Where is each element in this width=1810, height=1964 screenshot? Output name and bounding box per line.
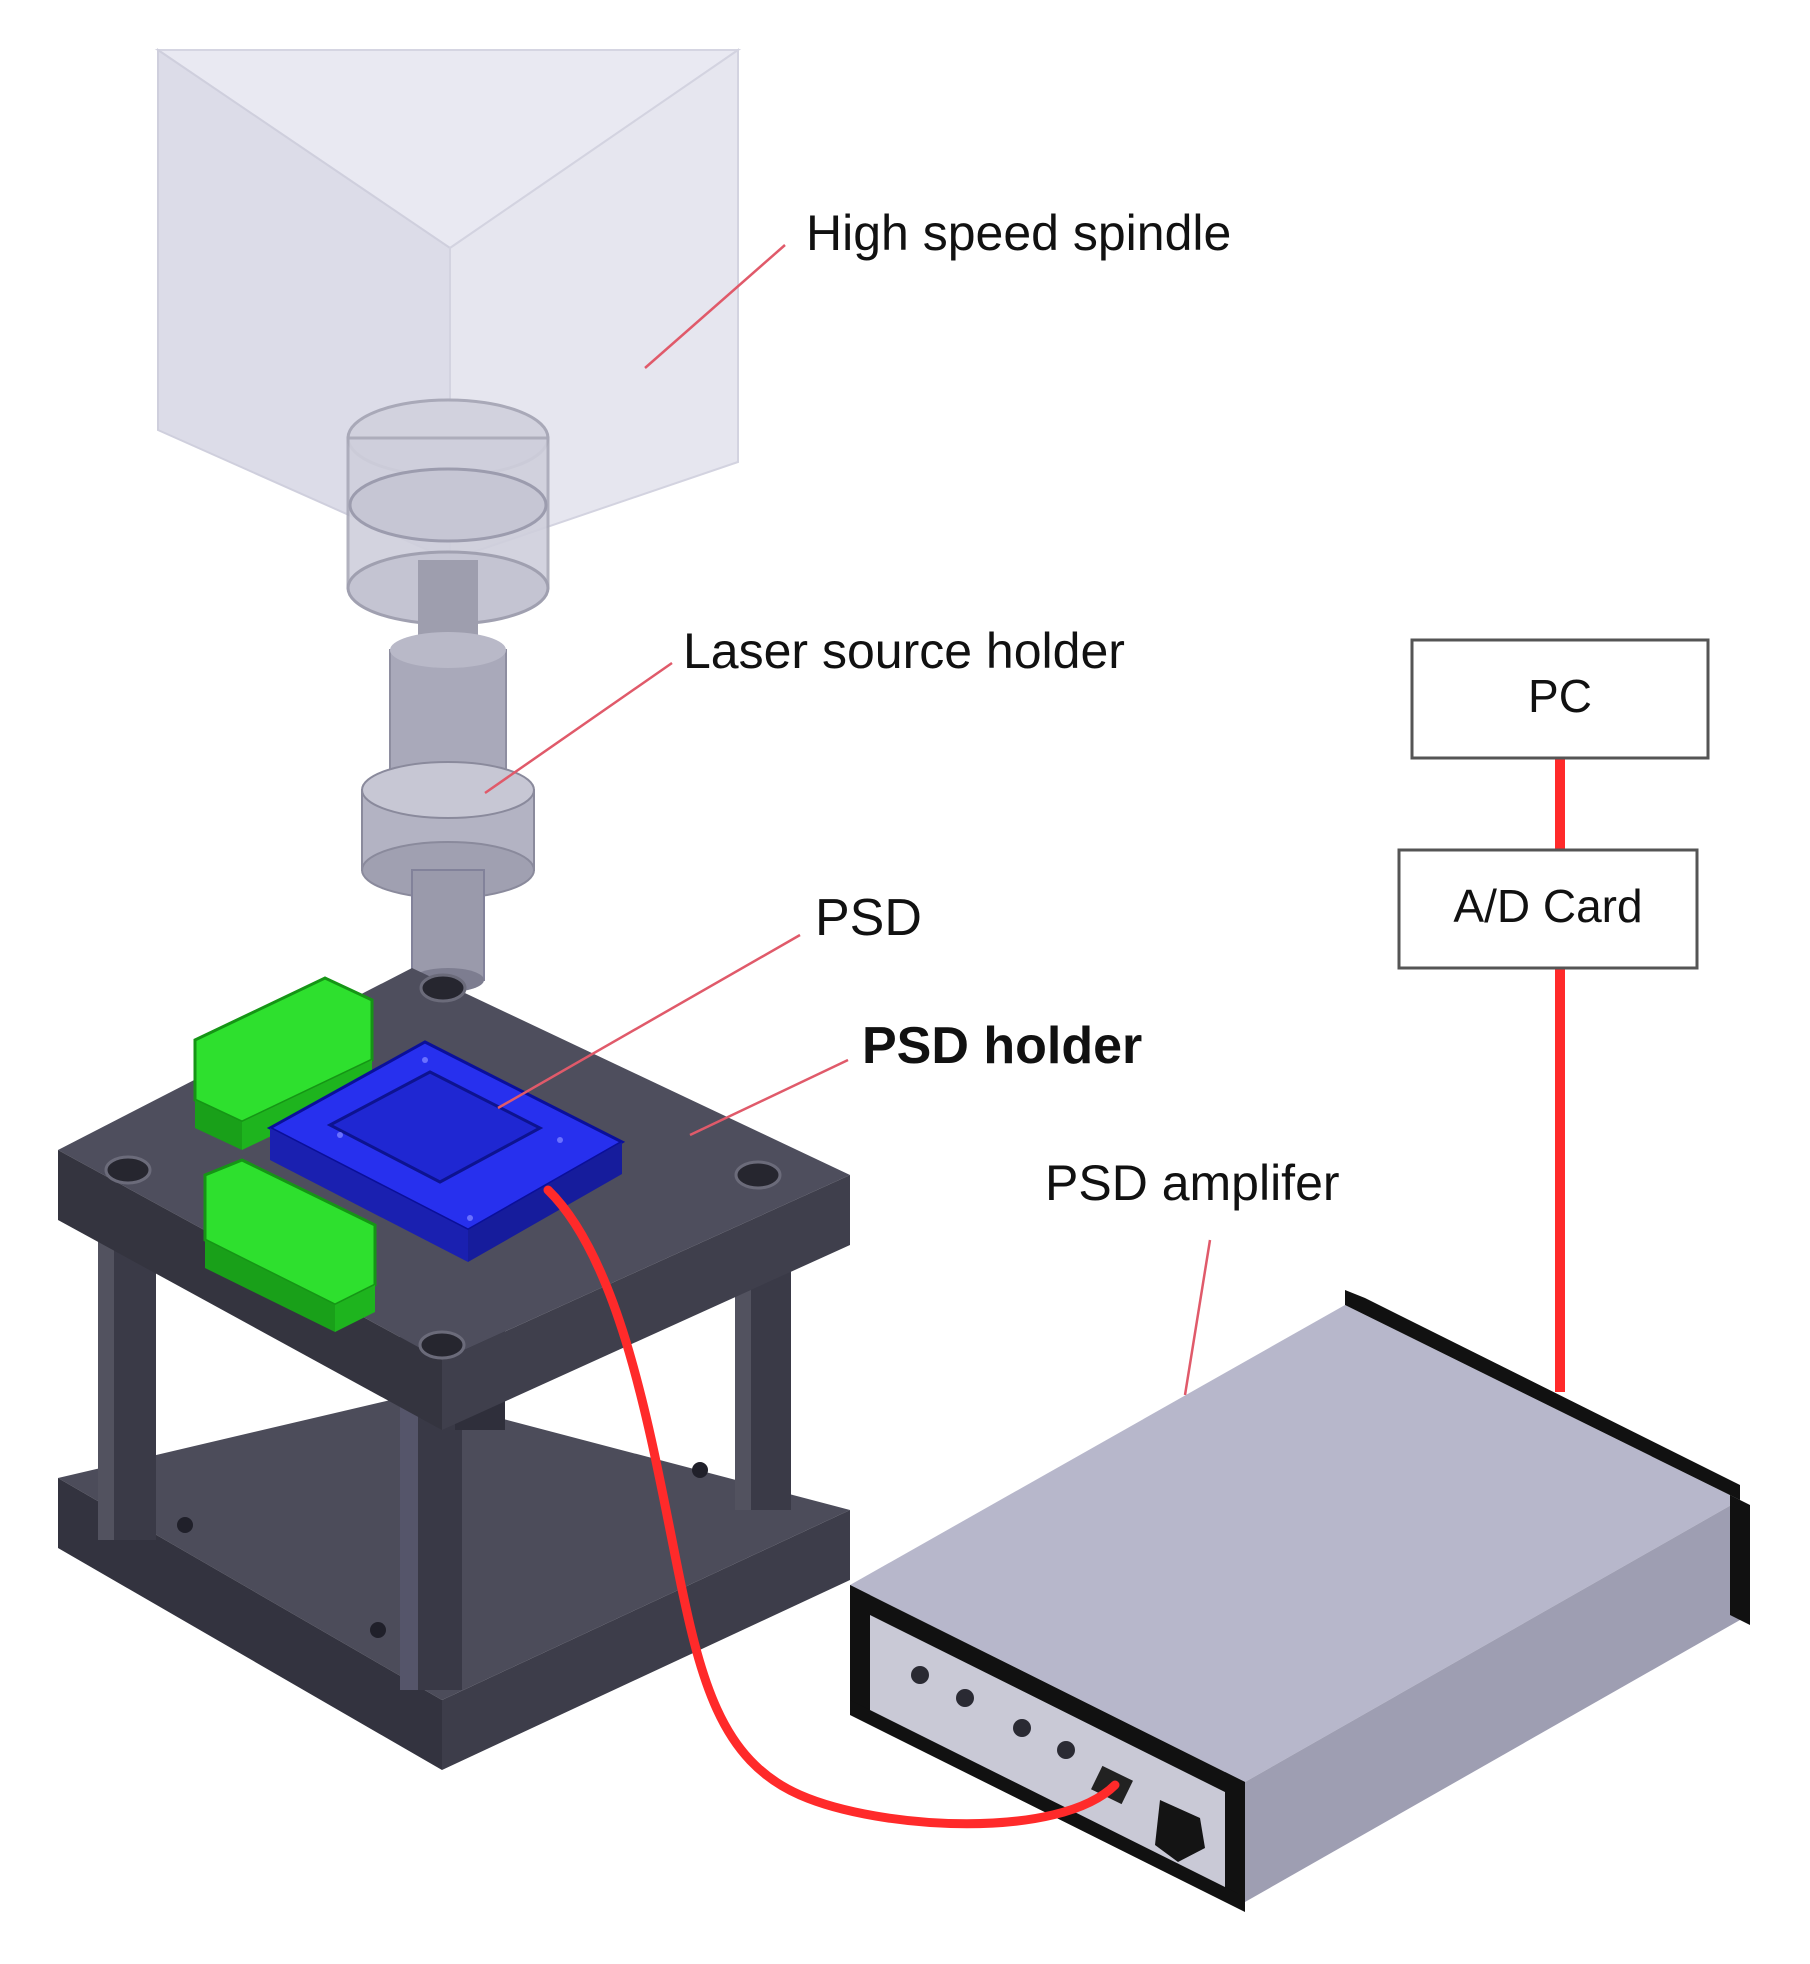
leader-psd-holder xyxy=(690,1060,848,1135)
leader-laser-holder xyxy=(485,663,672,793)
psd-amplifier xyxy=(850,1290,1750,1912)
ad-card-label: A/D Card xyxy=(1453,880,1642,932)
signal-chain: PC A/D Card xyxy=(1399,640,1708,1392)
label-laser-holder: Laser source holder xyxy=(683,623,1125,679)
label-amplifier: PSD amplifer xyxy=(1045,1155,1340,1211)
laser-source-holder xyxy=(348,400,548,992)
label-psd: PSD xyxy=(815,889,922,947)
leader-amplifier xyxy=(1185,1240,1210,1395)
pc-box: PC xyxy=(1412,640,1708,758)
label-spindle: High speed spindle xyxy=(806,205,1231,261)
pc-label: PC xyxy=(1528,670,1592,722)
label-psd-holder: PSD holder xyxy=(862,1017,1142,1075)
ad-card-box: A/D Card xyxy=(1399,850,1697,968)
